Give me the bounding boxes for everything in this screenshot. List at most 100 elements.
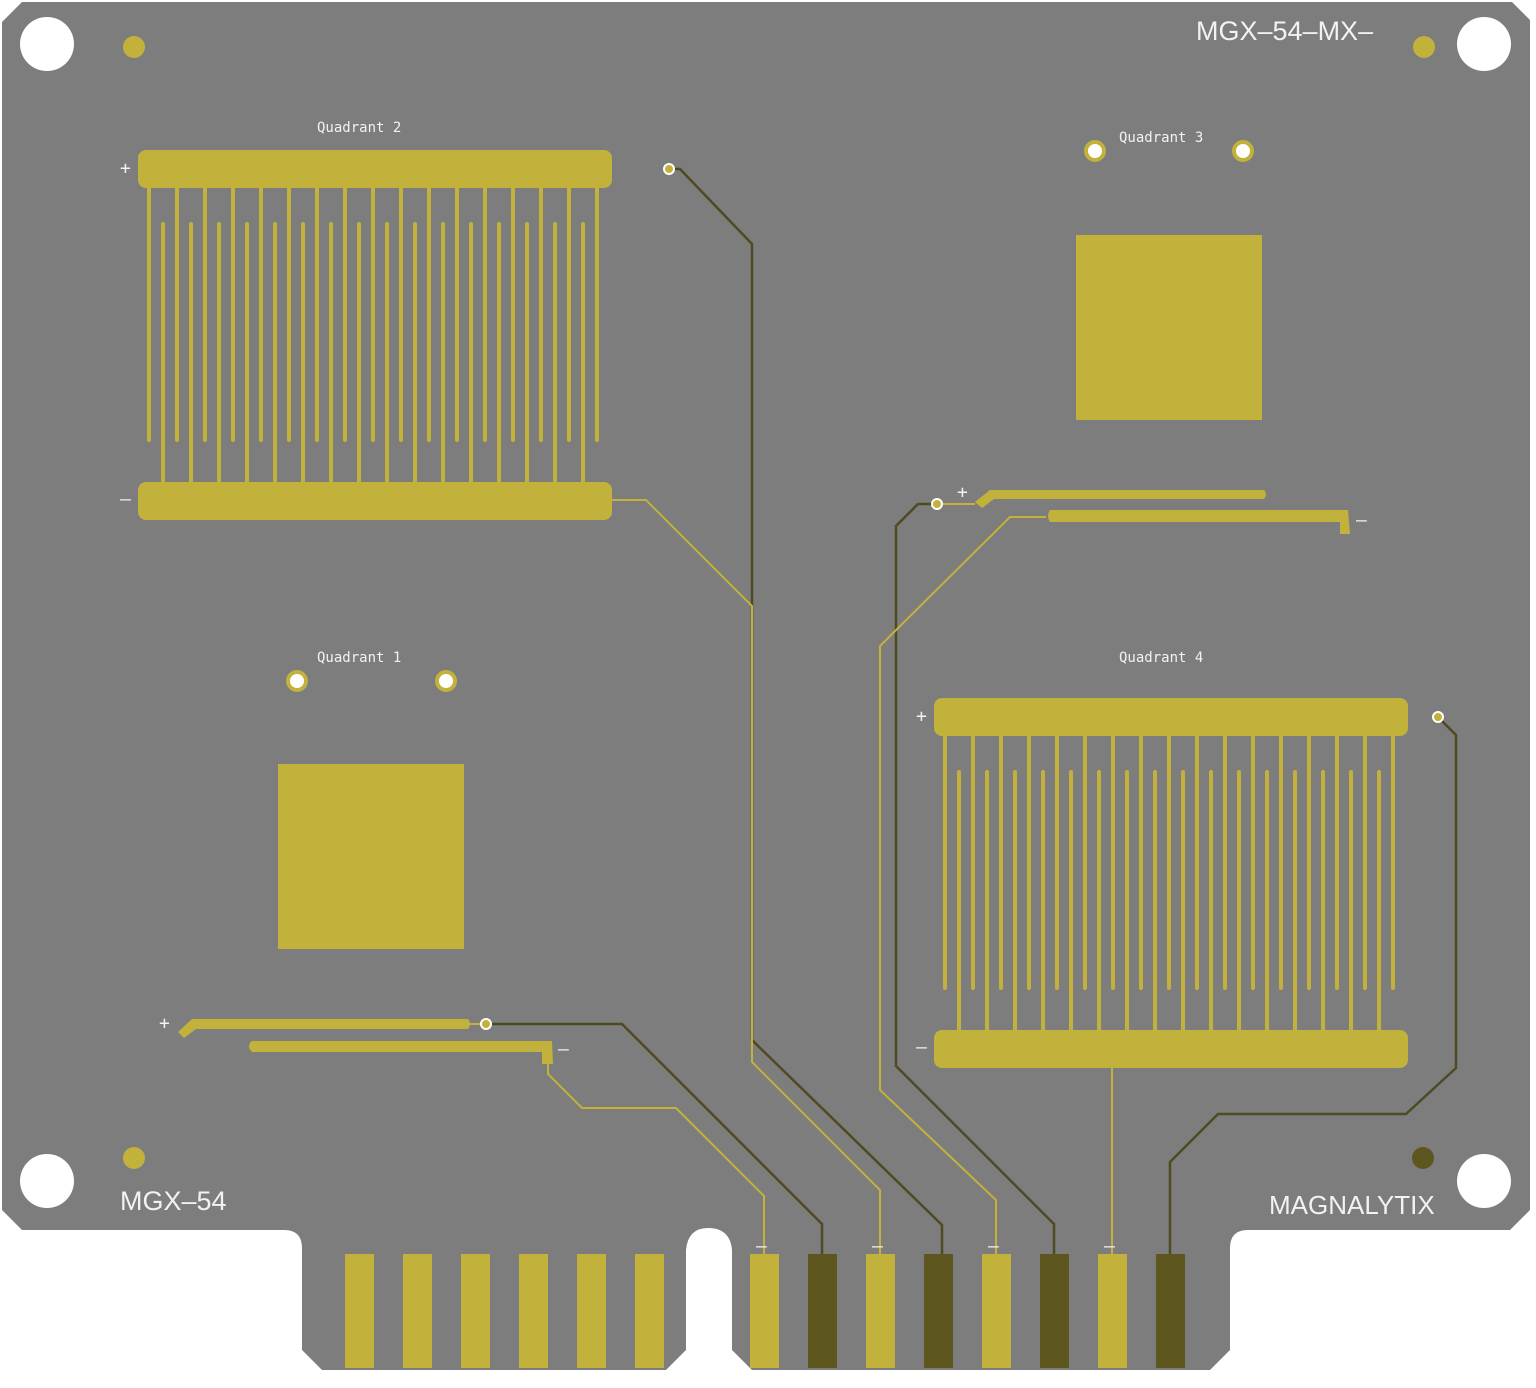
q4-finger (1237, 770, 1241, 1032)
mounting-holes (20, 17, 1511, 1208)
board-label-top-right: MGX–54–MX– (1196, 16, 1373, 46)
q1-minus-strip (249, 1041, 553, 1064)
q2-finger (245, 222, 249, 484)
edge-connector-left (345, 1254, 664, 1368)
q2-finger (329, 222, 333, 484)
quadrant-3-label: Quadrant 3 (1119, 130, 1203, 146)
board-label-bottom-left: MGX–54 (120, 1186, 227, 1216)
q3-minus-strip (1048, 510, 1350, 534)
q4-finger (1083, 734, 1087, 990)
q2-finger (497, 222, 501, 484)
q1-plus-mark: + (159, 1013, 170, 1034)
q4-via (1432, 711, 1444, 723)
quadrant-3-pad (931, 140, 1350, 534)
connector-pad-marks: –––– (756, 1236, 1115, 1257)
q2-finger (455, 186, 459, 442)
q2-finger (595, 186, 599, 442)
q3-plus-strip (975, 490, 1266, 508)
q4-finger (1279, 734, 1283, 990)
connector-pad (1098, 1254, 1127, 1368)
quadrant-2-label: Quadrant 2 (317, 120, 401, 136)
q2-finger (581, 222, 585, 484)
q4-finger (1139, 734, 1143, 990)
trace-q1-plus (486, 1022, 824, 1254)
q4-finger (1153, 770, 1157, 1032)
edge-connector-right (750, 1254, 1185, 1368)
q4-finger (1055, 734, 1059, 990)
mounting-hole-top-right (1457, 17, 1511, 71)
mounting-hole-bottom-left (20, 1154, 74, 1208)
fiducial-top-left (123, 36, 145, 58)
q4-plus-mark: + (916, 706, 927, 727)
quadrant-4-label: Quadrant 4 (1119, 650, 1203, 666)
q4-finger (1391, 734, 1395, 990)
q3-via-right (1232, 140, 1254, 162)
q2-finger (441, 222, 445, 484)
q1-minus-mark: – (558, 1039, 569, 1060)
q3-minus-mark: – (1356, 510, 1367, 531)
connector-pad (403, 1254, 432, 1368)
q4-finger (943, 734, 947, 990)
mounting-hole-top-left (20, 17, 74, 71)
q1-strip-via (480, 1018, 492, 1030)
q2-finger (427, 186, 431, 442)
q4-finger (1209, 770, 1213, 1032)
q2-finger (567, 186, 571, 442)
q4-plus-bus (934, 698, 1408, 736)
quadrant-2-electrode (138, 150, 675, 520)
quadrant-1-pad (178, 670, 553, 1064)
connector-pad-mark: – (756, 1236, 767, 1257)
fiducial-bottom-right (1412, 1147, 1434, 1169)
q2-finger (189, 222, 193, 484)
q2-finger (385, 222, 389, 484)
q4-finger (1223, 734, 1227, 990)
q4-finger (1265, 770, 1269, 1032)
q3-square-pad (1076, 235, 1262, 420)
q2-finger (357, 222, 361, 484)
q2-finger (231, 186, 235, 442)
q4-finger (1349, 770, 1353, 1032)
q4-finger (1167, 734, 1171, 990)
connector-pad-mark: – (872, 1236, 883, 1257)
q2-finger (483, 186, 487, 442)
q4-finger (1069, 770, 1073, 1032)
connector-pad (577, 1254, 606, 1368)
q4-finger (1251, 734, 1255, 990)
q2-finger (301, 222, 305, 484)
q2-finger (287, 186, 291, 442)
q1-via-right (435, 670, 457, 692)
connector-pad (519, 1254, 548, 1368)
q2-finger (525, 222, 529, 484)
q4-finger (1013, 770, 1017, 1032)
q4-finger (1363, 734, 1367, 990)
q4-finger (1111, 734, 1115, 990)
mounting-hole-bottom-right (1457, 1154, 1511, 1208)
q4-finger (1307, 734, 1311, 990)
q4-minus-bus (934, 1030, 1408, 1068)
fiducial-bottom-left (123, 1147, 145, 1169)
q2-finger (203, 186, 207, 442)
connector-pad (635, 1254, 664, 1368)
q4-finger (971, 734, 975, 990)
connector-pad (750, 1254, 779, 1368)
quadrant-4-electrode (934, 698, 1444, 1068)
fiducials (123, 36, 1435, 1169)
trace-q3-plus (894, 502, 1056, 1254)
q4-fingers (943, 734, 1395, 1032)
q2-finger (273, 222, 277, 484)
q2-finger (469, 222, 473, 484)
q2-finger (175, 186, 179, 442)
q2-plus-mark: + (120, 158, 131, 179)
connector-pad (808, 1254, 837, 1368)
q4-finger (1097, 770, 1101, 1032)
q1-square-pad (278, 764, 464, 949)
q2-finger (399, 186, 403, 442)
q3-via-left (1084, 140, 1106, 162)
q4-finger (1125, 770, 1129, 1032)
trace-q2-minus (612, 499, 881, 1254)
connector-pad-mark: – (1104, 1236, 1115, 1257)
q4-finger (999, 734, 1003, 990)
q2-minus-mark: – (120, 489, 131, 510)
q2-finger (553, 222, 557, 484)
